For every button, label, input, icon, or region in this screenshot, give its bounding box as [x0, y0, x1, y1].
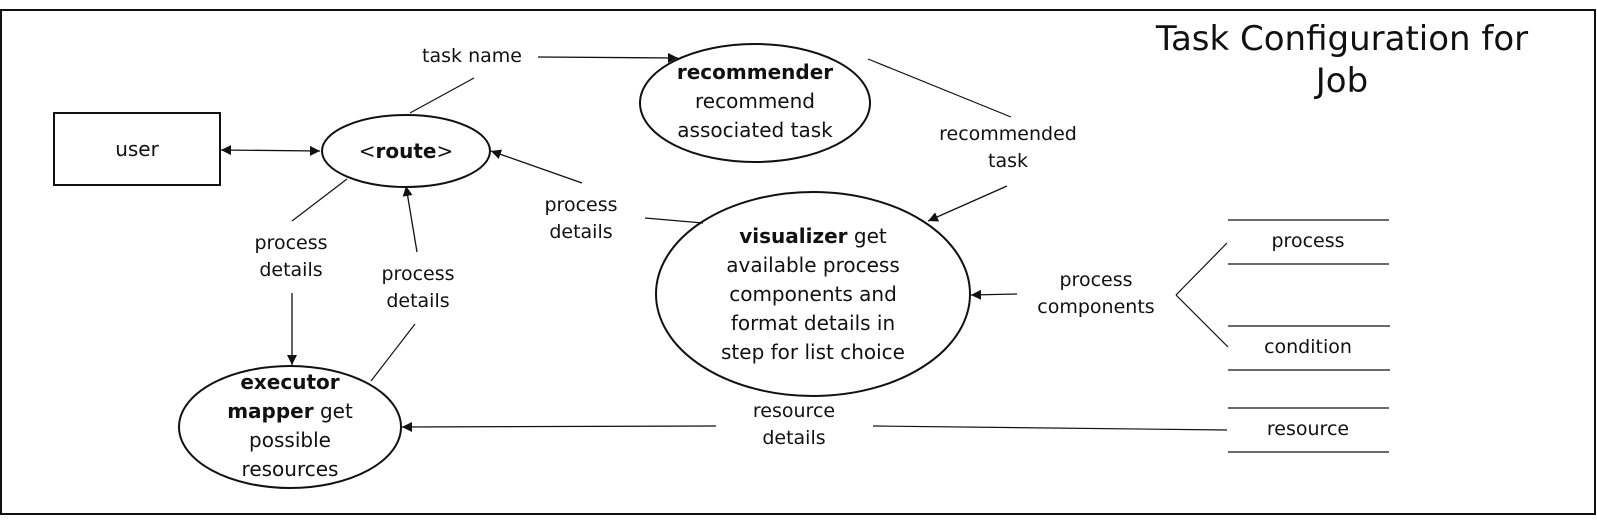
- process-details-up-arrow: [402, 185, 418, 253]
- process-details-a-line-2: details: [549, 221, 613, 243]
- recommender-label: recommender recommend associated task: [640, 58, 870, 145]
- title-line-1: Task Configuration for: [1155, 19, 1529, 59]
- recommender-name: recommender: [676, 60, 834, 84]
- executor-get: get: [313, 399, 353, 423]
- visualizer-line-2: available process: [726, 253, 900, 277]
- user-route-arrow: [220, 145, 321, 156]
- mapper-name: mapper: [227, 399, 314, 423]
- task-name-leader: [409, 77, 475, 114]
- diagram-frame: [0, 9, 1596, 515]
- process-details-b-line-2: details: [259, 259, 323, 281]
- flow-label-process-details-route-executor: process details: [231, 230, 351, 284]
- task-name-arrow: [537, 52, 679, 63]
- flow-label-resource-details: resource details: [724, 398, 864, 452]
- recommended-task-line-2: task: [988, 150, 1028, 172]
- process-details-c-line-2: details: [386, 290, 450, 312]
- process-components-line-1: process: [1059, 269, 1133, 291]
- process-details-c-line-1: process: [381, 263, 455, 285]
- executor-mapper-process-ellipse: [178, 365, 402, 489]
- flow-label-task-name: task name: [422, 45, 522, 67]
- route-open-bracket: <: [358, 139, 376, 163]
- executor-name: executor: [240, 370, 340, 394]
- process-details-b-line-1: process: [254, 232, 328, 254]
- visualizer-line-3: components and: [729, 282, 897, 306]
- route-label: <route>: [322, 137, 490, 166]
- recommender-line-2: associated task: [677, 118, 833, 142]
- process-components-arrow: [970, 289, 1018, 300]
- recommended-task-line-1: recommended: [939, 123, 1077, 145]
- recommender-process-ellipse: [639, 43, 871, 163]
- route-close-bracket: >: [436, 139, 454, 163]
- condition-store-branch: [1175, 294, 1229, 348]
- process-store-branch: [1175, 242, 1228, 296]
- recommended-task-arrow: [927, 185, 1008, 222]
- visualizer-label: visualizer get available process compone…: [658, 222, 968, 367]
- executor-process-details-leader: [370, 323, 416, 382]
- visualizer-line-5: step for list choice: [721, 340, 905, 364]
- resource-details-arrow: [401, 421, 717, 432]
- executor-line-4: resources: [241, 457, 339, 481]
- process-details-route-arrow: [490, 149, 583, 184]
- process-details-visualizer-leader: [644, 217, 704, 224]
- process-components-line-2: components: [1037, 296, 1155, 318]
- store-label-resource: resource: [1266, 418, 1350, 440]
- resource-store-leader: [872, 425, 1228, 431]
- executor-line-3: possible: [249, 428, 331, 452]
- user-entity-box: [53, 112, 221, 186]
- visualizer-line-4: format details in: [730, 311, 896, 335]
- store-label-condition: condition: [1264, 336, 1352, 358]
- store-label-process: process: [1271, 230, 1345, 252]
- route-name: route: [375, 139, 437, 163]
- diagram-title: Task Configuration for Job: [1142, 18, 1542, 102]
- route-process-details-leader: [291, 178, 348, 222]
- flow-label-process-components: process components: [1026, 267, 1166, 321]
- flow-label-recommended-task: recommended task: [928, 121, 1088, 175]
- user-label: user: [115, 137, 159, 161]
- title-line-2: Job: [1315, 61, 1369, 101]
- recommender-line-1: recommend: [695, 89, 815, 113]
- recommended-task-leader: [867, 58, 1012, 118]
- flow-label-process-details-route-visualizer: process details: [521, 192, 641, 246]
- visualizer-get: get: [847, 224, 887, 248]
- resource-details-line-2: details: [762, 427, 826, 449]
- visualizer-process-ellipse: [655, 191, 971, 397]
- flow-label-process-details-executor-route: process details: [358, 261, 478, 315]
- executor-mapper-label: executor mapper get possible resources: [180, 368, 400, 484]
- visualizer-name: visualizer: [739, 224, 848, 248]
- process-details-a-line-1: process: [544, 194, 618, 216]
- resource-details-line-1: resource: [752, 400, 836, 422]
